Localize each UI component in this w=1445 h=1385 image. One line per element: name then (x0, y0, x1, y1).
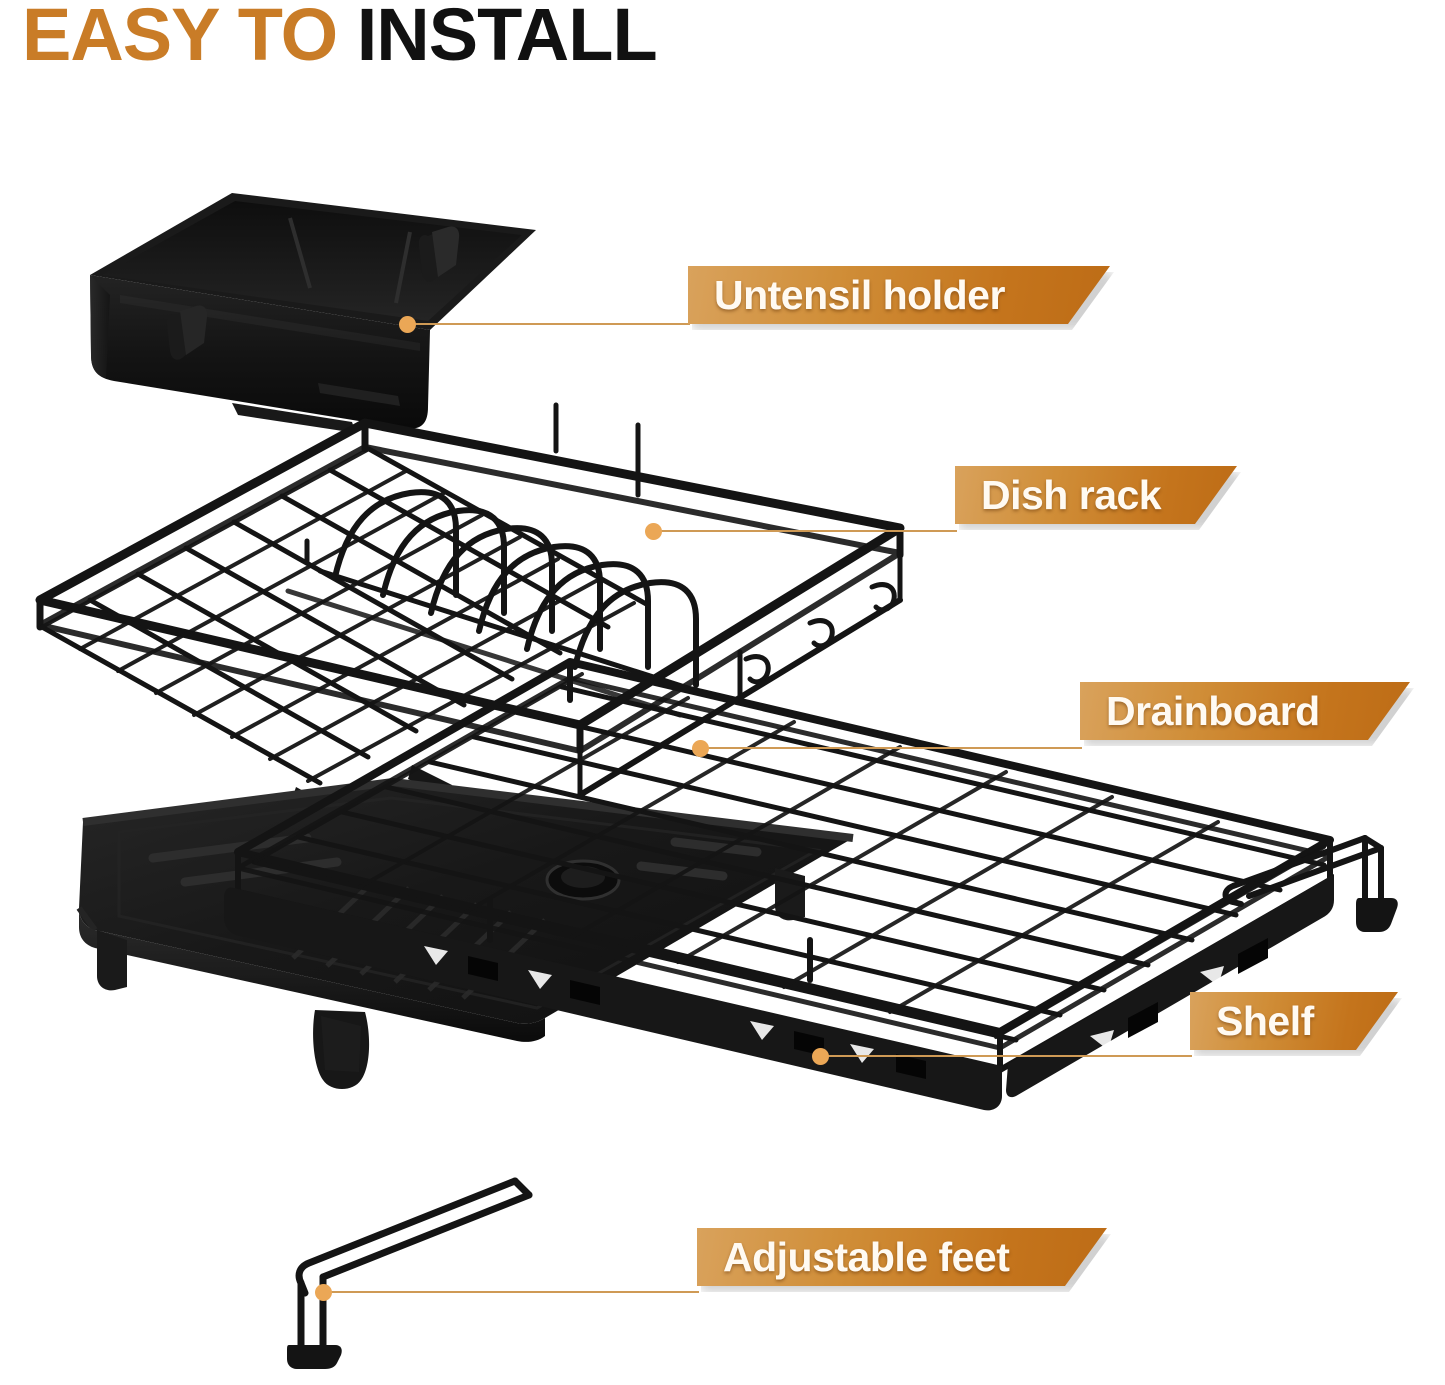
callout-banner-dish-rack: Dish rack (955, 466, 1237, 524)
callout-label-adjustable-feet: Adjustable feet (723, 1233, 1010, 1280)
callout-dot-dish-rack (645, 523, 662, 540)
callout-banner-drainboard: Drainboard (1080, 682, 1410, 740)
callout-banner-adjustable-feet: Adjustable feet (697, 1228, 1107, 1286)
leader-line-dish-rack (654, 530, 957, 532)
title-black-part: INSTALL (356, 0, 658, 76)
shelf-art (210, 640, 1340, 1170)
callout-dot-adjustable-feet (315, 1284, 332, 1301)
callout-dot-drainboard (692, 740, 709, 757)
title-orange-part: EASY TO (22, 0, 338, 76)
callout-dot-utensil-holder (399, 316, 416, 333)
leader-line-shelf (821, 1055, 1192, 1057)
callout-label-dish-rack: Dish rack (981, 471, 1162, 518)
page-title: EASY TO INSTALL (22, 0, 658, 76)
callout-banner-utensil-holder: Untensil holder (688, 266, 1110, 324)
callout-dot-shelf (812, 1048, 829, 1065)
leader-line-drainboard (701, 747, 1082, 749)
leader-line-utensil-holder (408, 323, 690, 325)
callout-label-shelf: Shelf (1216, 997, 1314, 1044)
callout-label-utensil-holder: Untensil holder (714, 271, 1005, 318)
leader-line-adjustable-feet (324, 1291, 699, 1293)
callout-label-drainboard: Drainboard (1106, 687, 1320, 734)
utensil-holder-art (80, 175, 550, 440)
adjustable-foot-bottom-art (275, 1165, 550, 1370)
dish-rack-art (20, 395, 950, 825)
adjustable-foot-right-art (1215, 830, 1420, 940)
